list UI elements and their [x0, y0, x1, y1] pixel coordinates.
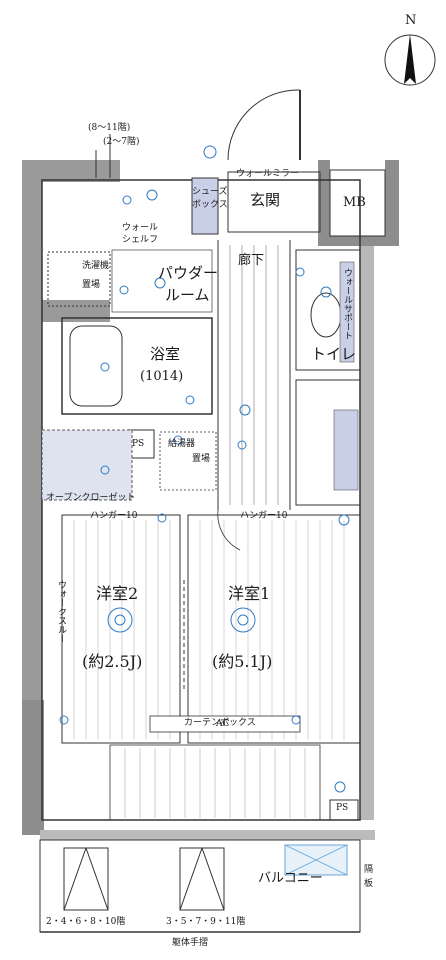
bathroom: [61, 317, 213, 415]
bath-label: 浴室: [150, 345, 181, 363]
western-room-1-size: (約5.1J): [212, 652, 273, 671]
partition-label-1: 隔: [364, 865, 374, 875]
lower-floors-note: (2～7階): [103, 137, 140, 147]
left-lower-wall: [22, 700, 44, 835]
bath-size-label: (1014): [140, 369, 184, 384]
balcony-label: バルコニー: [258, 871, 323, 886]
curtain-box: [149, 715, 301, 733]
toilet-shelf-label: ウォールサポート: [342, 268, 352, 340]
balcony-stair-right-line-a: [179, 847, 203, 911]
ps-upper-label: PS: [132, 439, 145, 449]
balcony-floor-strip: [40, 830, 375, 840]
storage-right: [295, 379, 361, 506]
corridor-flooring: [229, 245, 279, 505]
western-room-1-label: 洋室1: [228, 584, 271, 603]
western-room-2-size: (約2.5J): [82, 652, 143, 671]
left-outer-wall: [22, 160, 42, 835]
balcony-right-floors: 3・5・7・9・11階: [166, 917, 246, 927]
western-room-1-area: [187, 514, 361, 744]
shoe-box-label-1: シューズ: [192, 187, 228, 197]
room-flooring: [73, 520, 345, 740]
toilet-bowl: [310, 292, 342, 338]
bathtub: [69, 325, 123, 407]
water-heater-label-1: 給湯器: [168, 439, 196, 449]
balcony-stair-left: [63, 847, 109, 911]
open-closet-horizontal-label: オープンクローゼット: [46, 493, 136, 503]
powder-room-label-1: パウダー: [158, 264, 219, 282]
mb-label: MB: [343, 195, 366, 210]
floor-note-bracket: [95, 134, 111, 178]
upper-floors-note: (8～11階): [88, 123, 131, 133]
laundry-label-2: 置場: [82, 280, 101, 290]
compass-needle: [404, 34, 416, 84]
shoe-box: [191, 177, 219, 235]
toilet-shelf: [339, 261, 355, 363]
water-heater-label-2: 置場: [192, 454, 211, 464]
corridor-label: 廊下: [238, 253, 265, 268]
shoe-box-label-2: ボックス: [192, 200, 228, 210]
sash-hatch: [124, 748, 306, 818]
powder-room-label-2: ルーム: [165, 286, 210, 304]
handrail-label: 躯体手摺: [172, 938, 209, 948]
balcony-stair-left-line-a: [63, 847, 87, 911]
western-room-2-label: 洋室2: [96, 584, 139, 603]
balcony-stair-right-line-b: [201, 847, 225, 911]
storage-right-blue: [333, 409, 359, 491]
ac-label: AC: [216, 719, 230, 729]
entrance-area: [227, 171, 321, 233]
balcony-stair-left-line-b: [85, 847, 109, 911]
wall-shelf-label-1: ウォール: [122, 223, 159, 233]
hanger-left-label: ハンガー10: [90, 511, 138, 521]
western-room-2-area: [61, 514, 181, 744]
room1-door-swing: [217, 509, 241, 551]
compass-north-letter: N: [405, 13, 417, 28]
top-left-wall: [22, 160, 120, 182]
water-heater-box: [159, 431, 217, 491]
balcony-stair-right: [179, 847, 225, 911]
laundry-area: [47, 251, 111, 307]
ps-lower-box: [329, 799, 359, 821]
walk-in-closet-label: ウォールミラー: [236, 169, 300, 179]
partition-label-2: 板: [364, 879, 374, 889]
powder-room-zone: [111, 249, 213, 313]
mb-wall-right: [385, 160, 399, 240]
ps-lower-label: PS: [336, 803, 349, 813]
curtain-box-label: カーテンボックス: [184, 718, 256, 728]
entrance-door-swing: [227, 89, 301, 161]
mb-room: [329, 169, 386, 237]
hanger-right-label: ハンガー10: [240, 511, 288, 521]
mb-wall-bottom: [318, 236, 399, 246]
compass: [384, 34, 436, 86]
right-outer-wall: [360, 240, 374, 820]
balcony-left-floors: 2・4・6・8・10階: [46, 917, 126, 927]
laundry-label-1: 洗濯機: [82, 261, 110, 271]
sash-area: [109, 744, 321, 821]
wall-shelf-label-2: シェルフ: [122, 235, 159, 245]
open-closet-vertical-label: ウォークスルー: [56, 580, 66, 643]
open-closet-zone: [41, 429, 133, 501]
entrance-label: 玄関: [250, 191, 281, 209]
toilet-label: トイレ: [311, 345, 357, 363]
toilet-room: [295, 249, 361, 371]
ac-outdoor-unit-x2: [284, 844, 348, 876]
fixture-symbols: [59, 145, 350, 793]
